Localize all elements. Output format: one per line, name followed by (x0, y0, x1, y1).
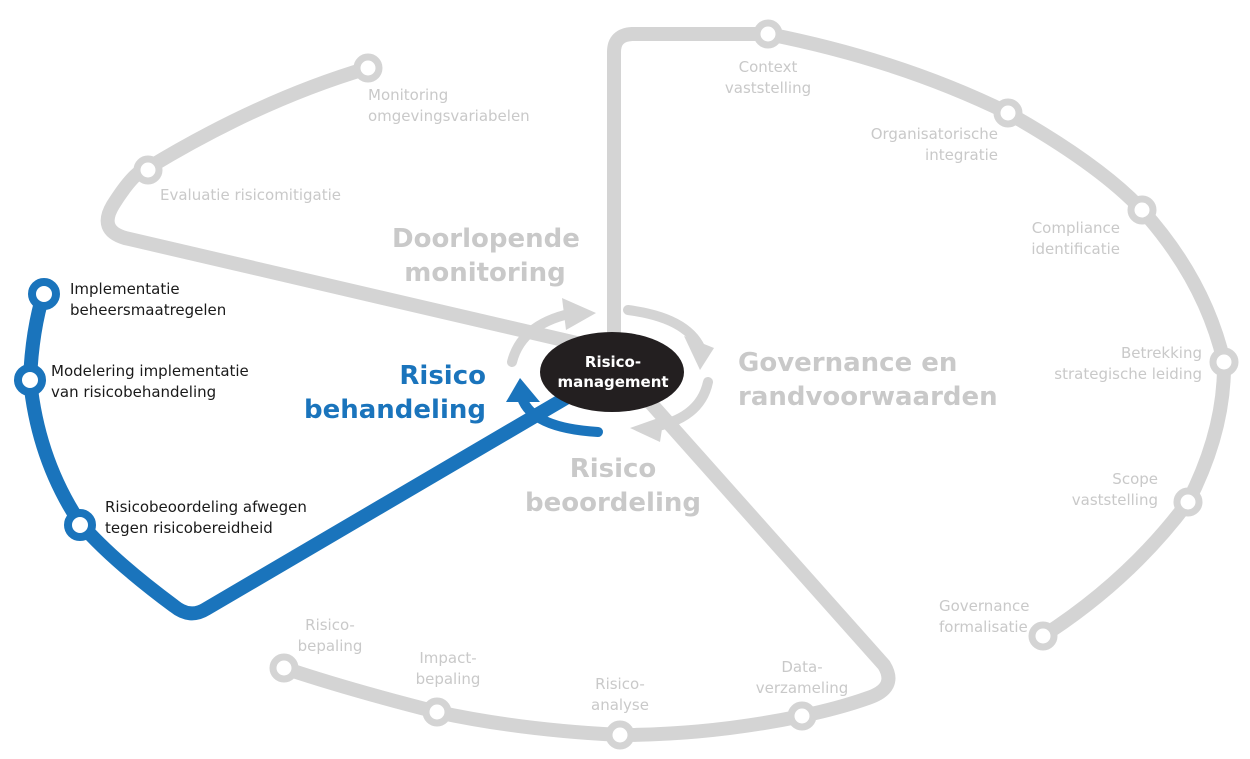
station-governance-formalisatie (1028, 621, 1058, 651)
section-label-line2: beoordeling (525, 488, 701, 518)
station-label: Context vaststelling (698, 57, 838, 99)
station-label: Organisatorische integratie (838, 124, 998, 166)
station-label: Risicobeoordeling afwegen tegen risicobe… (105, 497, 307, 539)
station-label-line2: strategische leiding (1054, 365, 1202, 383)
station-scope-vaststelling (1173, 487, 1203, 517)
station-modelering-implementatie (14, 364, 46, 396)
cycle-arrowhead-blue (506, 378, 540, 402)
station-label-line1: Scope (1112, 470, 1158, 488)
station-evaluatie-risicomitigatie (133, 155, 163, 185)
station-label-line1: Risico- (305, 616, 355, 634)
station-label-line1: Betrekking (1120, 344, 1202, 362)
station-label: Data- verzameling (742, 657, 862, 699)
station-label-line2: formalisatie (939, 618, 1028, 636)
station-label-line1: Modelering implementatie (51, 362, 249, 380)
section-risico-beoordeling: Risico beoordeling (520, 452, 706, 520)
station-label: Implementatie beheersmaatregelen (70, 279, 226, 321)
station-risico-analyse (605, 720, 635, 750)
station-label-line2: bepaling (297, 637, 363, 655)
station-data-verzameling (787, 701, 817, 731)
beoordeling-track (277, 393, 896, 742)
station-label-line1: Context (738, 58, 798, 76)
station-label-line1: Organisatorische (870, 125, 998, 143)
station-label-line1: Compliance (1031, 219, 1120, 237)
station-betrekking-strategische-leiding (1209, 347, 1239, 377)
cycle-arrow-blue (517, 393, 603, 437)
station-risicobeoordeling-afwegen (64, 509, 96, 541)
station-risico-bepaling (269, 653, 299, 683)
station-label: Betrekking strategische leiding (1030, 343, 1202, 385)
station-label-line2: van risicobehandeling (51, 383, 217, 401)
section-label-line1: Doorlopende (392, 224, 580, 254)
section-label-line2: behandeling (304, 395, 486, 425)
station-implementatie-beheersmaatregelen (28, 278, 60, 310)
section-risico-behandeling: Risico behandeling (300, 359, 486, 427)
section-governance-randvoorwaarden: Governance en randvoorwaarden (738, 346, 998, 414)
station-label-line1: Implementatie (70, 280, 180, 298)
station-label-line1: Data- (781, 658, 823, 676)
section-label-line2: randvoorwaarden (738, 382, 998, 412)
center-hub (540, 332, 684, 412)
station-label: Scope vaststelling (1018, 469, 1158, 511)
station-label-line2: verzameling (755, 679, 849, 697)
station-label-line2: omgevingsvariabelen (368, 107, 530, 125)
section-label-line1: Risico (569, 454, 657, 484)
station-context-vaststelling (753, 19, 783, 49)
station-label-line2: beheersmaatregelen (70, 301, 227, 319)
station-label-line1: Evaluatie risicomitigatie (160, 186, 342, 204)
center-label: Risico- management (542, 352, 684, 392)
station-label-line1: Monitoring (368, 86, 449, 104)
station-label: Impact- bepaling (388, 648, 508, 690)
station-label-line2: analyse (591, 696, 649, 714)
station-label: Governance formalisatie (939, 596, 1030, 638)
station-organisatorische-integratie (993, 98, 1023, 128)
section-doorlopende-monitoring: Doorlopende monitoring (392, 222, 580, 290)
station-monitoring-omgevingsvariabelen (353, 53, 383, 83)
station-compliance-identificatie (1127, 195, 1157, 225)
station-label-line2: vaststelling (724, 79, 812, 97)
station-label-line1: Governance (939, 597, 1030, 615)
station-label: Risico- analyse (560, 674, 680, 716)
station-label: Risico- bepaling (270, 615, 390, 657)
station-label-line2: bepaling (415, 670, 481, 688)
section-label-line2: monitoring (404, 258, 566, 288)
station-label-line1: Impact- (419, 649, 477, 667)
station-label: Compliance identificatie (980, 218, 1120, 260)
station-label-line2: tegen risicobereidheid (105, 519, 273, 537)
cycle-arrowhead-right (684, 336, 714, 370)
station-label-line2: identificatie (1031, 240, 1120, 258)
station-label-line2: vaststelling (1071, 491, 1158, 509)
station-label: Modelering implementatie van risicobehan… (51, 361, 249, 403)
center-label-line1: Risico- (584, 353, 642, 371)
section-label-line1: Risico (399, 361, 486, 391)
behandeling-track (23, 285, 583, 621)
station-label: Monitoring omgevingsvariabelen (368, 85, 530, 127)
station-label: Evaluatie risicomitigatie (160, 185, 341, 206)
cycle-arrowhead-bottom-right (630, 416, 664, 442)
center-label-line2: management (557, 373, 669, 391)
station-label-line1: Risico- (595, 675, 645, 693)
station-label-line2: integratie (925, 146, 998, 164)
station-label-line1: Risicobeoordeling afwegen (105, 498, 307, 516)
station-impact-bepaling (422, 697, 452, 727)
cycle-arrowhead-top (562, 298, 596, 330)
section-label-line1: Governance en (738, 348, 958, 378)
